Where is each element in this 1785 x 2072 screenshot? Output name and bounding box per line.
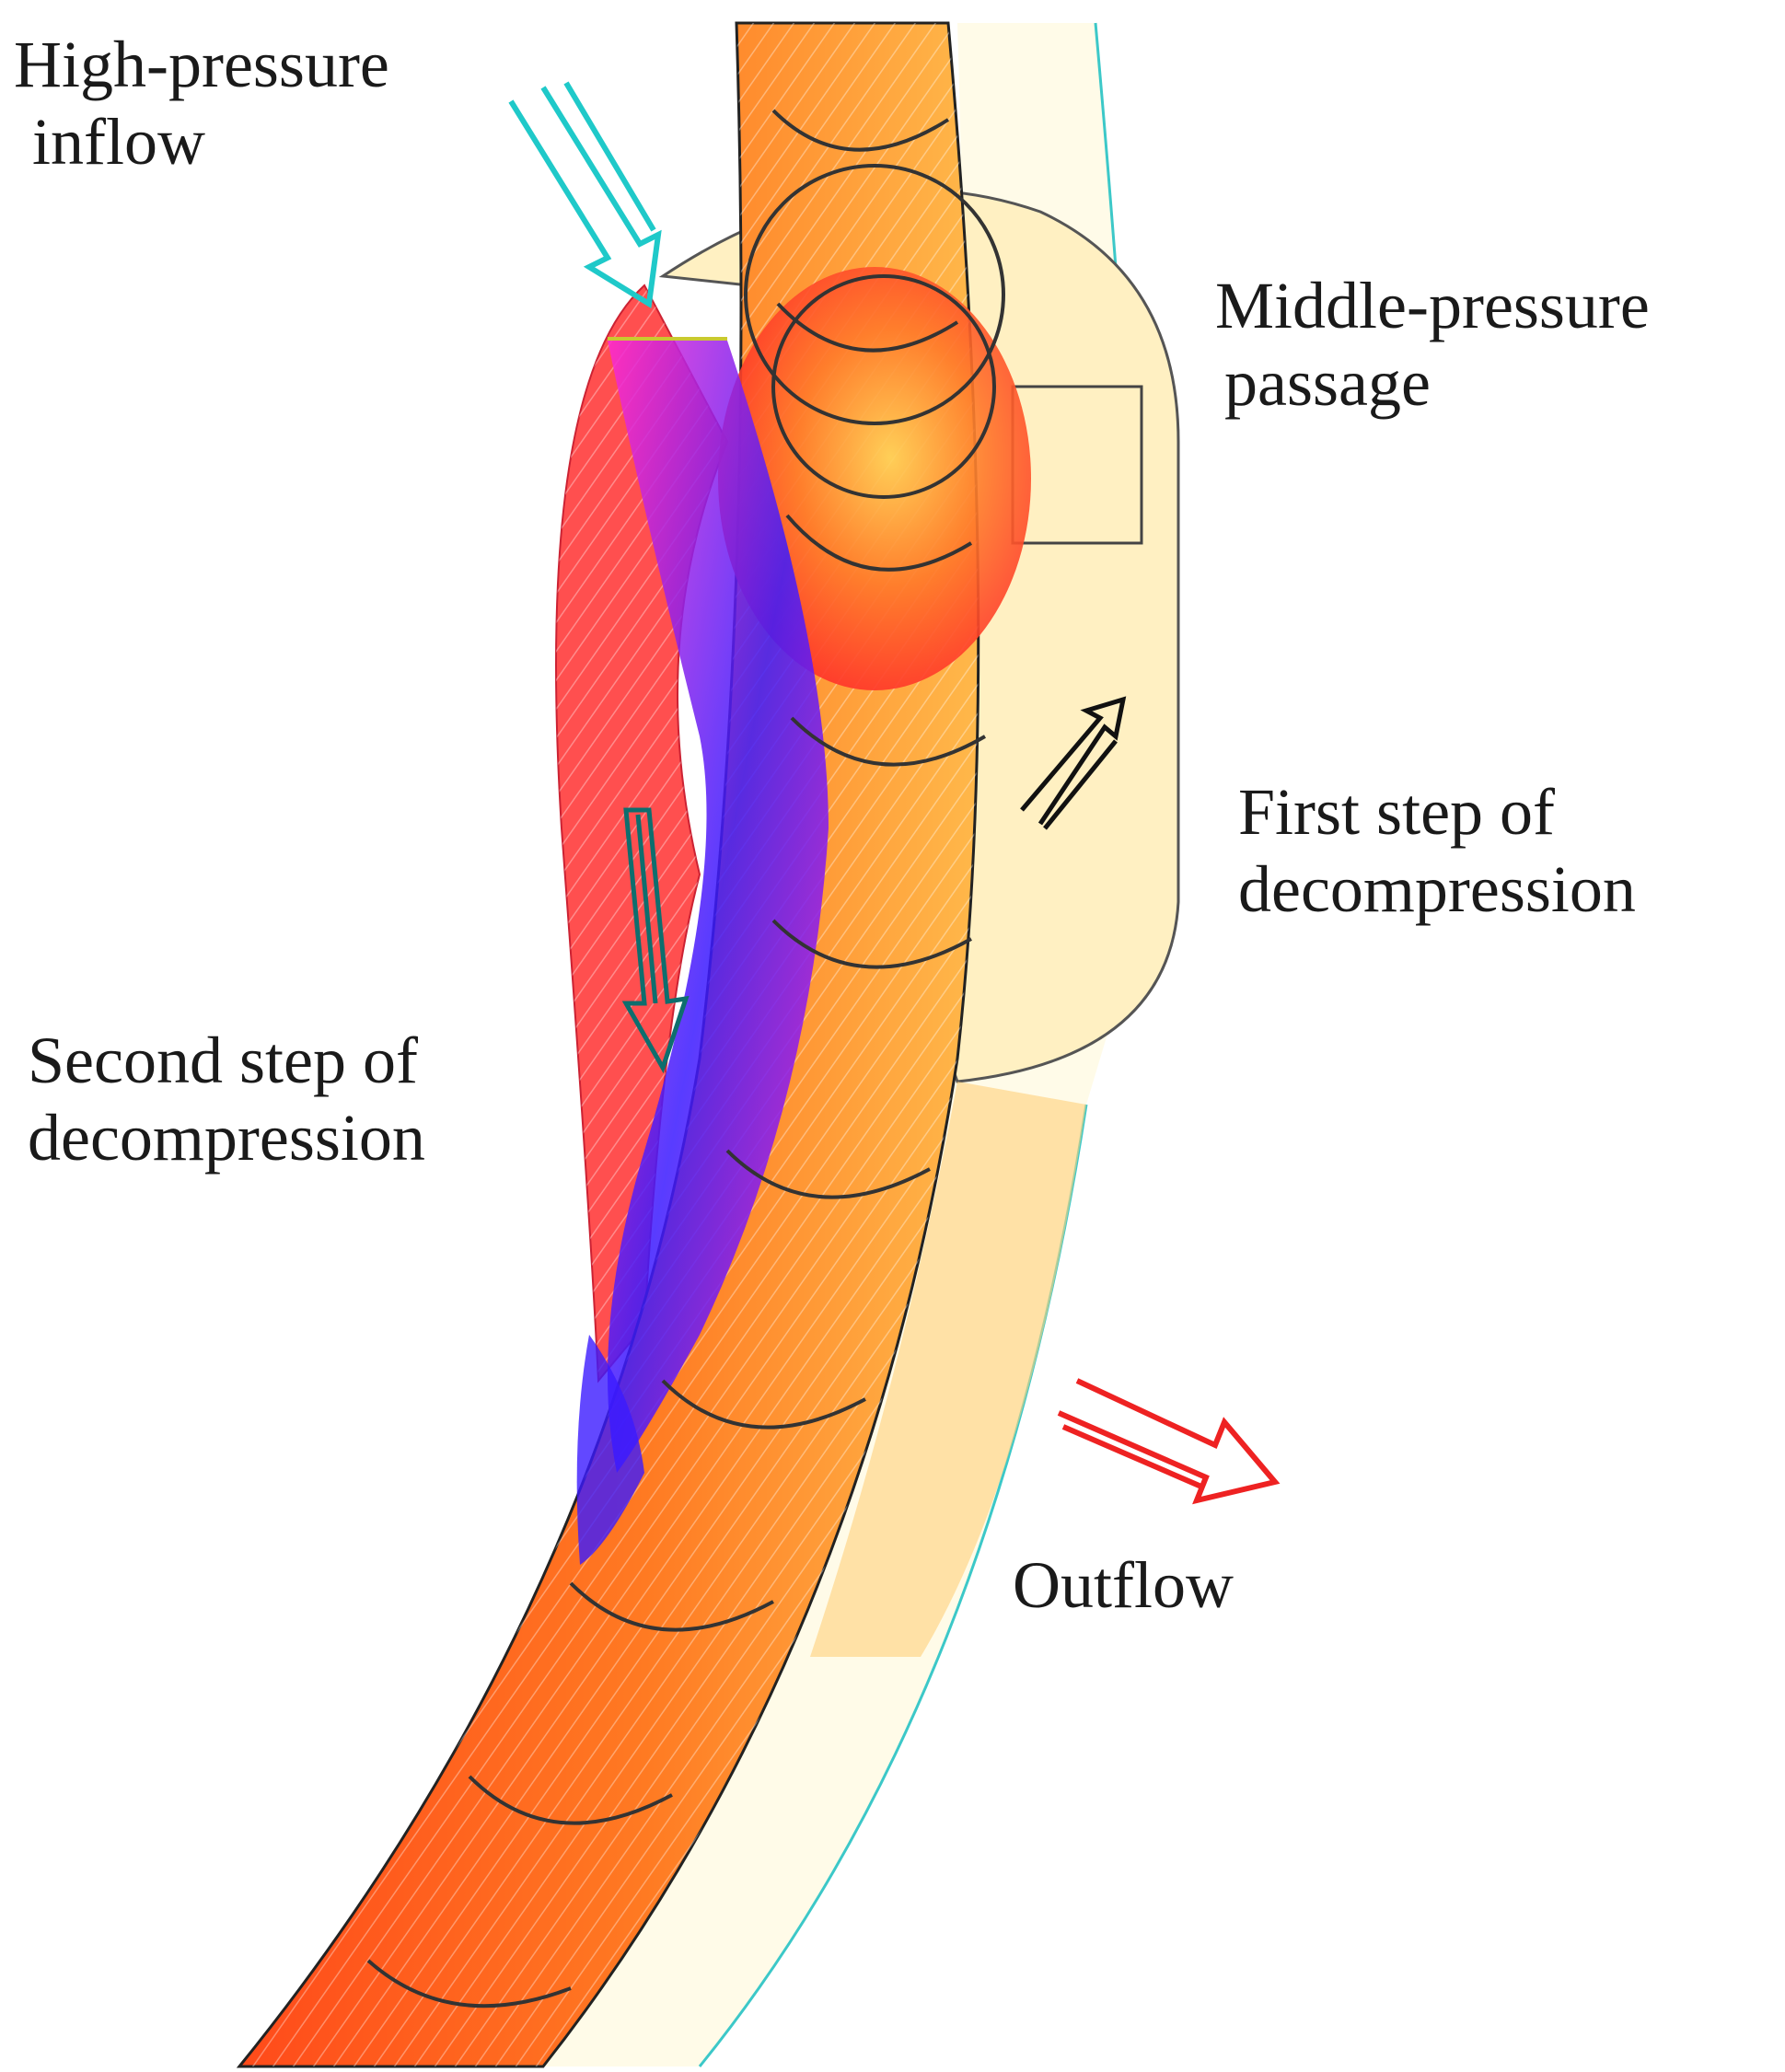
label-line: inflow: [32, 105, 205, 179]
label-high-pressure-inflow: High-pressure inflow: [14, 26, 389, 180]
outflow-arrow-icon: [1057, 1378, 1281, 1505]
label-line: Second step of: [28, 1024, 418, 1097]
label-line: decompression: [1238, 852, 1636, 926]
first-step-arrow-icon: [1020, 696, 1127, 830]
label-second-step: Second step of decompression: [28, 1022, 425, 1176]
outflow-field: [810, 1082, 1086, 1657]
label-line: First step of: [1238, 775, 1556, 849]
second-step-arrow-icon: [621, 807, 690, 1074]
label-line: Middle-pressure: [1215, 269, 1650, 342]
label-line: High-pressure: [14, 28, 389, 101]
label-line: Outflow: [1013, 1548, 1234, 1622]
label-first-step: First step of decompression: [1238, 773, 1636, 928]
inflow-arrow-icon: [508, 81, 662, 308]
label-middle-pressure-passage: Middle-pressure passage: [1215, 267, 1650, 422]
jet-stream: [576, 337, 829, 1565]
label-line: passage: [1224, 346, 1431, 420]
label-line: decompression: [28, 1101, 425, 1175]
blade-outlines: [366, 109, 1005, 2008]
label-outflow: Outflow: [1013, 1546, 1234, 1624]
